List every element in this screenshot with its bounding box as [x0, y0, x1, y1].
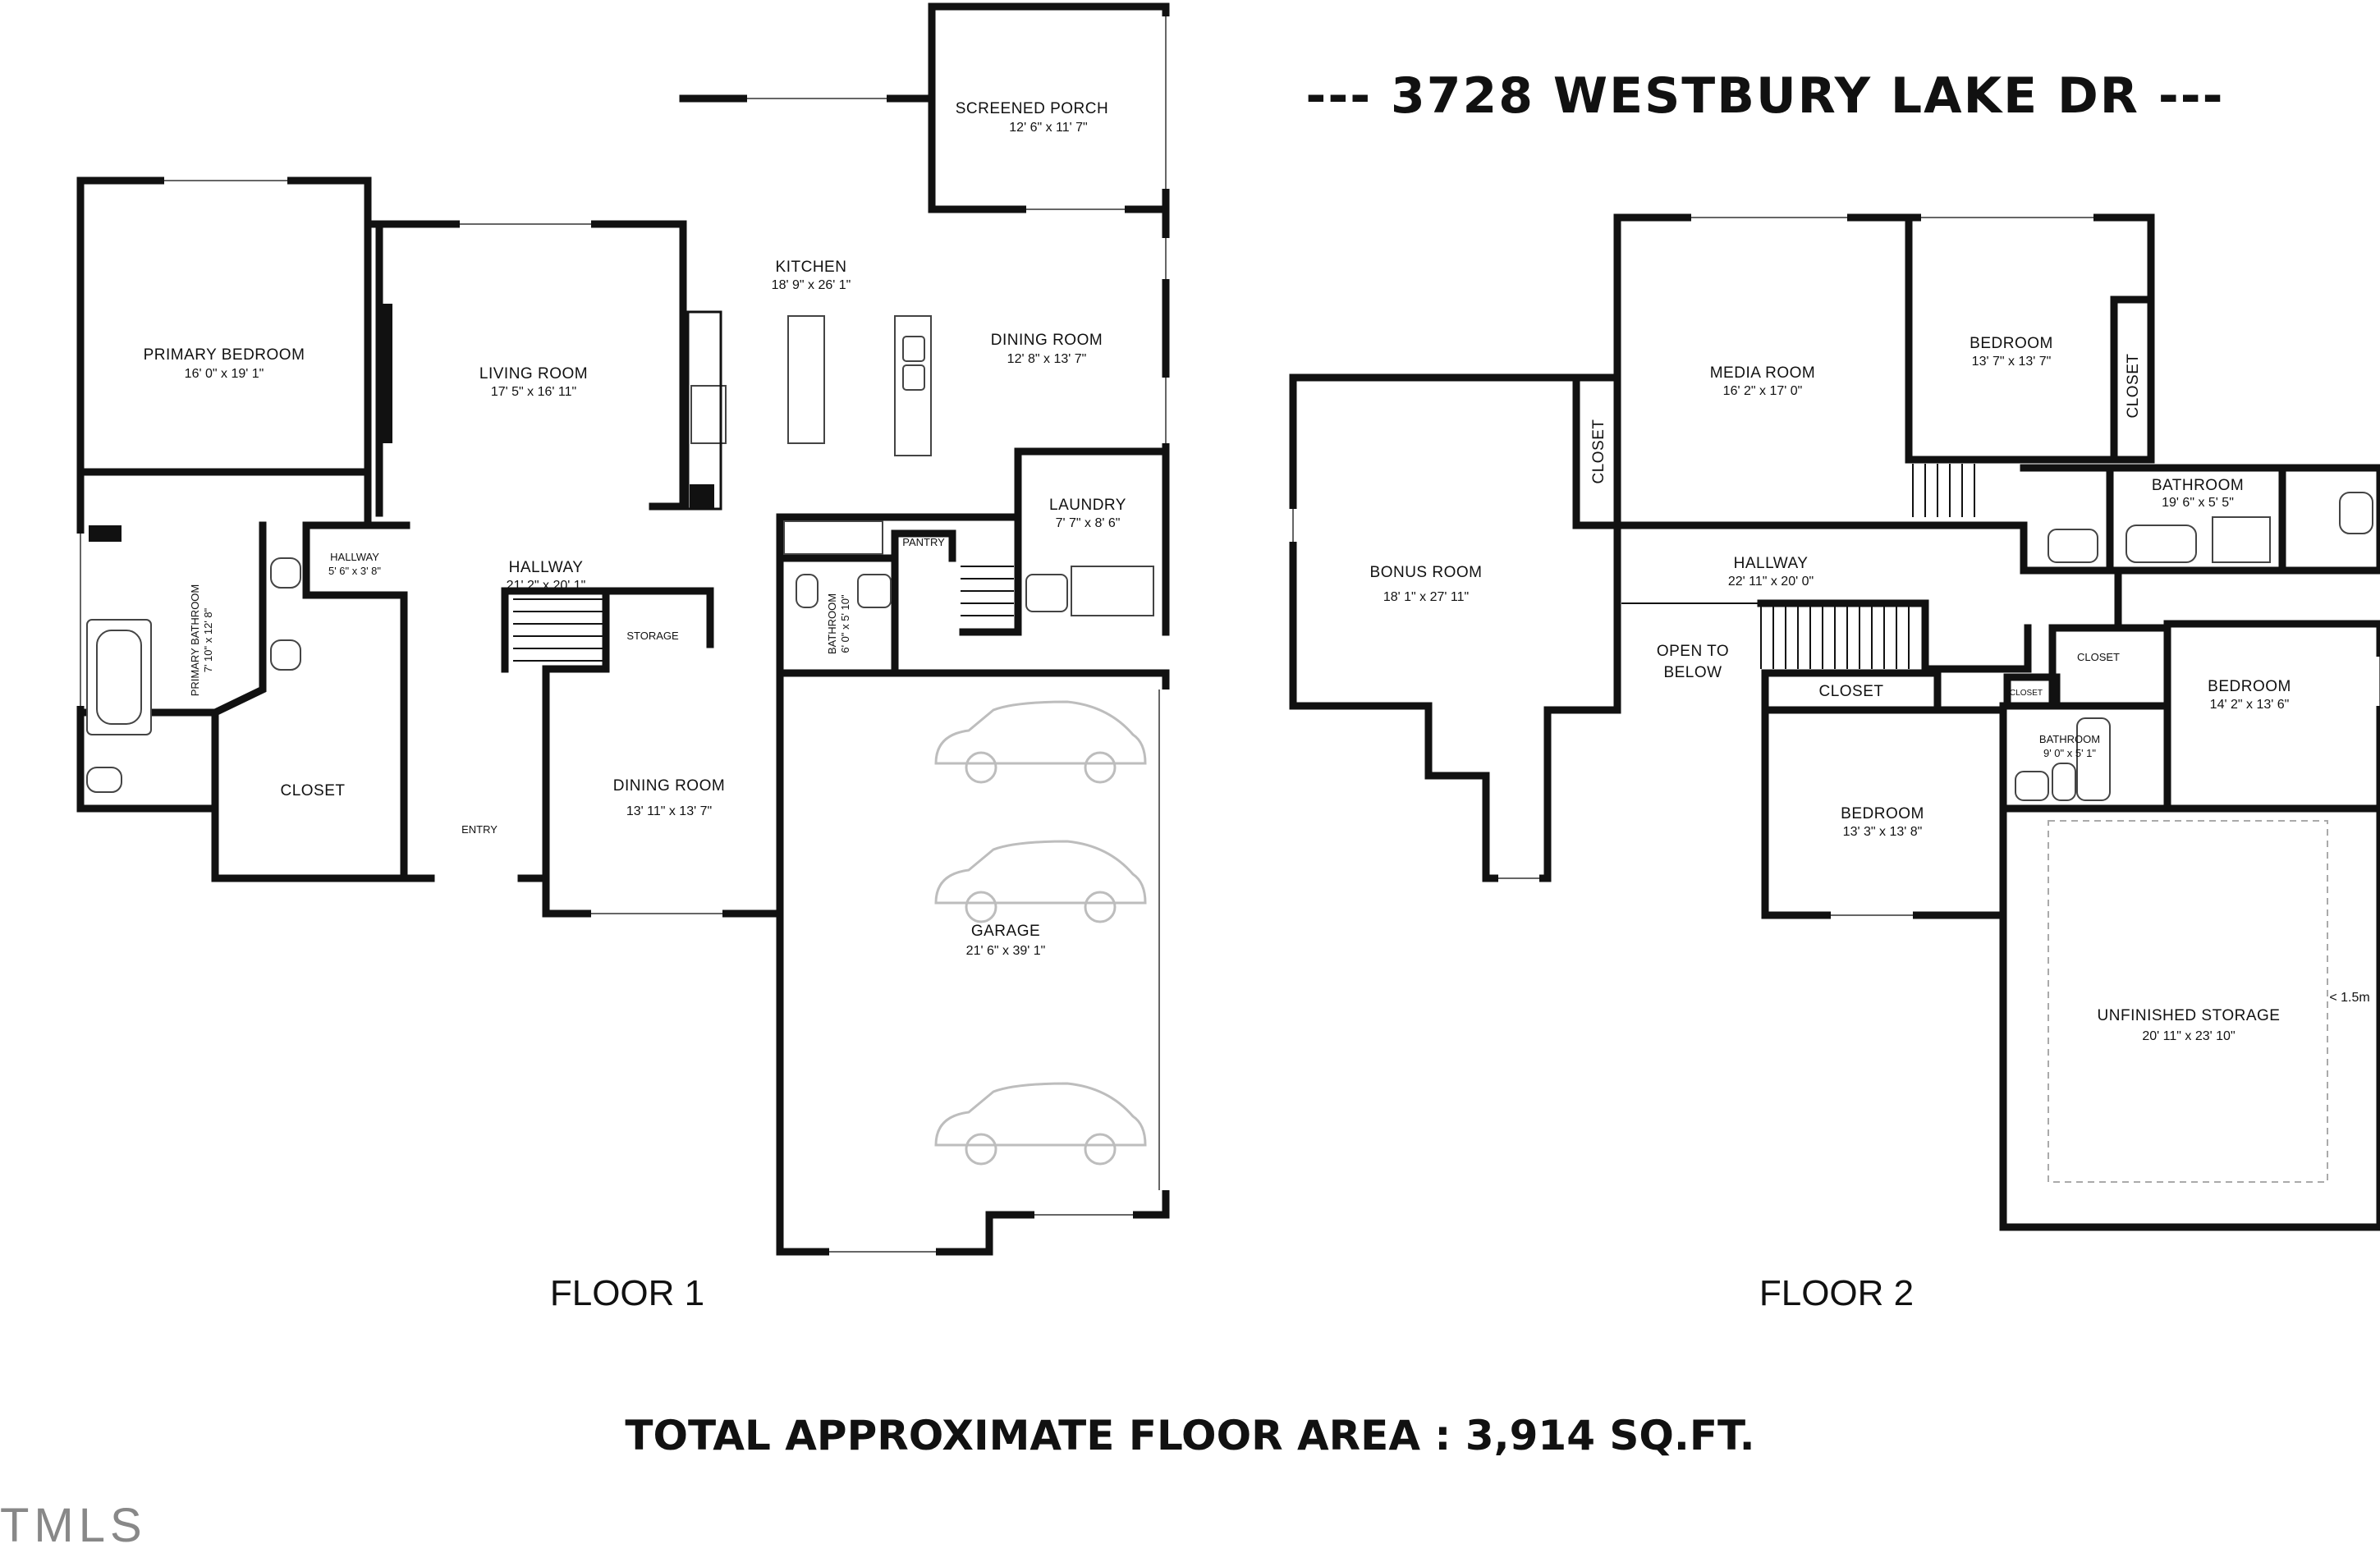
room-bedroom-sw: BEDROOM	[1841, 805, 1924, 822]
room-bathroom-small: BATHROOM	[2039, 733, 2100, 745]
room-closet-ne: CLOSET	[2125, 353, 2142, 418]
room-pantry: PANTRY	[902, 536, 945, 548]
room-closet-sw: CLOSET	[1818, 683, 1883, 700]
svg-text:21' 2" x 20' 1": 21' 2" x 20' 1"	[507, 579, 586, 593]
room-entry: ENTRY	[461, 823, 498, 836]
svg-text:19' 6" x 5' 5": 19' 6" x 5' 5"	[2162, 496, 2234, 510]
room-hallway-2: HALLWAY	[1734, 555, 1809, 572]
svg-text:BELOW: BELOW	[1663, 664, 1722, 681]
room-dining-room-lower: DINING ROOM	[613, 777, 725, 795]
room-garage: GARAGE	[971, 923, 1040, 940]
room-primary-bedroom: PRIMARY BEDROOM	[144, 346, 305, 364]
svg-text:18' 9" x 26' 1": 18' 9" x 26' 1"	[772, 278, 851, 292]
svg-text:12' 6" x 11' 7": 12' 6" x 11' 7"	[1009, 121, 1087, 135]
property-title: --- 3728 WESTBURY LAKE DR ---	[1305, 67, 2225, 125]
room-bedroom-e: BEDROOM	[2208, 678, 2291, 695]
floor-2-label: FLOOR 2	[1759, 1273, 1914, 1313]
mls-logo: TMLS	[0, 1499, 147, 1552]
floor-2-windows	[1289, 213, 2380, 919]
room-closet-mid: CLOSET	[2077, 651, 2120, 663]
room-unfinished-storage: UNFINISHED STORAGE	[2098, 1007, 2281, 1024]
room-bonus-room: BONUS ROOM	[1370, 564, 1483, 581]
room-closet-tiny: CLOSET	[2010, 689, 2043, 698]
svg-text:17' 5" x 16' 11": 17' 5" x 16' 11"	[491, 385, 576, 399]
svg-text:13' 3" x 13' 8": 13' 3" x 13' 8"	[1843, 825, 1923, 839]
floor-1-walls	[76, 2, 1170, 1256]
svg-text:16' 2" x 17' 0": 16' 2" x 17' 0"	[1723, 384, 1803, 398]
floor-2-labels: MEDIA ROOM 16' 2" x 17' 0" BEDROOM 13' 7…	[1370, 335, 2370, 1043]
svg-text:16' 0" x 19' 1": 16' 0" x 19' 1"	[185, 367, 264, 381]
garage-cars	[934, 700, 1147, 1166]
room-screened-porch: SCREENED PORCH	[956, 100, 1108, 117]
svg-text:20' 11" x 23' 10": 20' 11" x 23' 10"	[2142, 1029, 2235, 1043]
svg-text:12' 8" x 13' 7": 12' 8" x 13' 7"	[1007, 352, 1087, 366]
floor-2-fixtures	[2015, 492, 2373, 801]
svg-text:21' 6" x 39' 1": 21' 6" x 39' 1"	[966, 944, 1046, 958]
room-hallway-small: HALLWAY	[330, 551, 379, 563]
svg-text:6' 0" x 5' 10": 6' 0" x 5' 10"	[839, 594, 851, 653]
room-kitchen: KITCHEN	[776, 259, 847, 276]
floor-1-label: FLOOR 1	[550, 1273, 704, 1313]
floor-1-windows	[76, 16, 1170, 1256]
room-living-room: LIVING ROOM	[479, 365, 588, 383]
total-floor-area: TOTAL APPROXIMATE FLOOR AREA : 3,914 SQ.…	[625, 1412, 1755, 1459]
svg-text:7' 10" x 12' 8": 7' 10" x 12' 8"	[202, 607, 214, 672]
room-media-room: MEDIA ROOM	[1710, 364, 1816, 382]
room-dining-room-upper: DINING ROOM	[991, 332, 1103, 349]
room-bathroom: BATHROOM	[826, 593, 838, 654]
room-storage: STORAGE	[626, 630, 679, 642]
floor-2-walls	[1289, 213, 2380, 1231]
room-closet: CLOSET	[280, 782, 345, 799]
svg-text:13' 7" x 13' 7": 13' 7" x 13' 7"	[1972, 355, 2052, 369]
floor-1-fixtures	[86, 304, 1154, 793]
svg-text:14' 2" x 13' 6": 14' 2" x 13' 6"	[2210, 698, 2290, 712]
room-closet-bonus: CLOSET	[1590, 419, 1607, 483]
floor-1-labels: PRIMARY BEDROOM 16' 0" x 19' 1" LIVING R…	[144, 100, 1126, 958]
room-laundry: LAUNDRY	[1049, 497, 1126, 514]
room-hallway: HALLWAY	[509, 559, 584, 576]
open-to-below: OPEN TO	[1657, 643, 1729, 660]
svg-text:13' 11" x 13' 7": 13' 11" x 13' 7"	[626, 804, 712, 818]
svg-text:9' 0" x 5' 1": 9' 0" x 5' 1"	[2043, 747, 2096, 759]
room-bedroom-ne: BEDROOM	[1970, 335, 2053, 352]
svg-text:18' 1" x 27' 11": 18' 1" x 27' 11"	[1383, 590, 1469, 604]
svg-text:5' 6" x 3' 8": 5' 6" x 3' 8"	[328, 565, 381, 577]
svg-text:7' 7" x 8' 6": 7' 7" x 8' 6"	[1056, 516, 1121, 530]
height-note: < 1.5m	[2329, 991, 2369, 1005]
room-bathroom-main: BATHROOM	[2152, 477, 2244, 494]
room-primary-bathroom: PRIMARY BATHROOM	[189, 584, 201, 697]
svg-text:22' 11" x 20' 0": 22' 11" x 20' 0"	[1728, 575, 1814, 589]
